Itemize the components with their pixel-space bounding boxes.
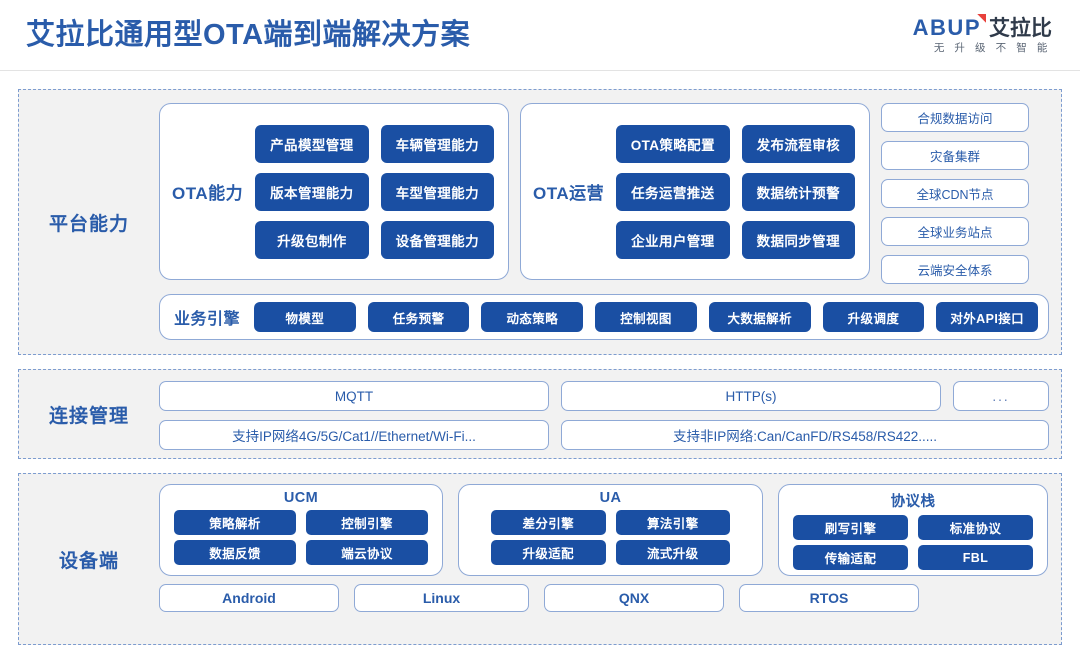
device-chip[interactable]: 控制引擎: [306, 510, 428, 535]
operating-system-row: Android Linux QNX RTOS: [159, 584, 1049, 612]
capability-chip[interactable]: 版本管理能力: [255, 172, 369, 211]
infrastructure-item[interactable]: 云端安全体系: [881, 255, 1029, 284]
logo-mark-text: ABUP: [912, 14, 981, 40]
business-engine-chip[interactable]: 动态策略: [481, 302, 584, 332]
device-card-ua: UA 差分引擎 算法引擎 升级适配 流式升级: [458, 484, 763, 576]
os-item-linux[interactable]: Linux: [354, 584, 529, 612]
device-card-ucm: UCM 策略解析 控制引擎 数据反馈 端云协议: [159, 484, 443, 576]
infrastructure-item[interactable]: 全球业务站点: [881, 217, 1029, 246]
protocol-row: MQTT HTTP(s) ...: [159, 381, 1049, 411]
device-chip-grid: 刷写引擎 标准协议 传输适配 FBL: [789, 515, 1037, 570]
capability-chip[interactable]: 车型管理能力: [380, 172, 494, 211]
brand-logo: ABUP 艾拉比 无 升 级 不 智 能: [912, 13, 1052, 54]
section-label-device: 设备端: [58, 550, 119, 572]
section-body-platform: OTA能力 产品模型管理 车辆管理能力 版本管理能力 车型管理能力 升级包制作 …: [159, 90, 1061, 354]
infrastructure-item[interactable]: 灾备集群: [881, 141, 1029, 170]
network-item-ip[interactable]: 支持IP网络4G/5G/Cat1//Ethernet/Wi-Fi...: [159, 420, 549, 450]
device-chip-grid: 策略解析 控制引擎 数据反馈 端云协议: [170, 510, 432, 565]
os-item-android[interactable]: Android: [159, 584, 339, 612]
device-chip[interactable]: 升级适配: [491, 540, 606, 565]
device-wrap: UCM 策略解析 控制引擎 数据反馈 端云协议 UA 差分引擎 算法引擎: [159, 484, 1049, 612]
business-engine-title: 业务引擎: [174, 311, 241, 328]
business-engine-chip[interactable]: 对外API接口: [936, 302, 1039, 332]
protocol-item-https[interactable]: HTTP(s): [561, 381, 941, 411]
device-chip[interactable]: FBL: [918, 545, 1033, 570]
business-engine-chip[interactable]: 大数据解析: [708, 302, 811, 332]
device-card-title: UCM: [283, 490, 319, 506]
protocol-item-mqtt[interactable]: MQTT: [159, 381, 549, 411]
business-engine-chip[interactable]: 升级调度: [822, 302, 925, 332]
network-item-non-ip[interactable]: 支持非IP网络:Can/CanFD/RS458/RS422.....: [561, 420, 1049, 450]
device-chip[interactable]: 刷写引擎: [793, 515, 908, 540]
platform-card-row: OTA能力 产品模型管理 车辆管理能力 版本管理能力 车型管理能力 升级包制作 …: [159, 103, 1029, 284]
logo-lockup: ABUP 艾拉比: [912, 13, 1052, 40]
section-body-device: UCM 策略解析 控制引擎 数据反馈 端云协议 UA 差分引擎 算法引擎: [159, 474, 1061, 644]
capability-chip[interactable]: OTA策略配置: [616, 124, 730, 163]
business-engine-chip[interactable]: 任务预警: [367, 302, 470, 332]
page-title: 艾拉比通用型OTA端到端解决方案: [26, 18, 471, 51]
network-row: 支持IP网络4G/5G/Cat1//Ethernet/Wi-Fi... 支持非I…: [159, 420, 1049, 450]
logo-chinese-name: 艾拉比: [989, 16, 1052, 40]
section-device-side: 设备端 UCM 策略解析 控制引擎 数据反馈 端云协议 UA: [18, 473, 1062, 645]
capability-chip[interactable]: 数据同步管理: [741, 220, 855, 259]
device-chip[interactable]: 端云协议: [306, 540, 428, 565]
device-chip[interactable]: 算法引擎: [615, 510, 730, 535]
section-platform-capability: 平台能力 OTA能力 产品模型管理 车辆管理能力 版本管理能力 车型管理能力 升…: [18, 89, 1062, 355]
device-chip[interactable]: 传输适配: [793, 545, 908, 570]
business-engine-bar: 业务引擎 物模型 任务预警 动态策略 控制视图 大数据解析 升级调度 对外API…: [159, 294, 1049, 340]
logo-flag-icon: [977, 13, 986, 23]
device-card-row: UCM 策略解析 控制引擎 数据反馈 端云协议 UA 差分引擎 算法引擎: [159, 484, 1049, 576]
capability-chip[interactable]: 产品模型管理: [255, 124, 369, 163]
abup-wordmark-icon: ABUP: [912, 13, 986, 40]
section-label-connection: 连接管理: [48, 405, 129, 427]
capability-chip-grid: OTA策略配置 发布流程审核 任务运营推送 数据统计预警 企业用户管理 数据同步…: [616, 124, 855, 259]
business-engine-chip[interactable]: 物模型: [254, 302, 356, 332]
capability-card-title: OTA运营: [533, 184, 605, 203]
device-card-title: 协议栈: [890, 494, 936, 510]
device-card-protocol-stack: 协议栈 刷写引擎 标准协议 传输适配 FBL: [778, 484, 1048, 576]
infrastructure-item[interactable]: 全球CDN节点: [881, 179, 1029, 208]
os-item-qnx[interactable]: QNX: [544, 584, 724, 612]
capability-card-ota-ability: OTA能力 产品模型管理 车辆管理能力 版本管理能力 车型管理能力 升级包制作 …: [159, 103, 509, 280]
device-chip[interactable]: 差分引擎: [491, 510, 606, 535]
capability-chip[interactable]: 车辆管理能力: [380, 124, 494, 163]
business-engine-chip[interactable]: 控制视图: [595, 302, 697, 332]
device-chip[interactable]: 策略解析: [174, 510, 296, 535]
protocol-item-more[interactable]: ...: [953, 381, 1049, 411]
capability-chip[interactable]: 升级包制作: [255, 220, 369, 259]
capability-chip[interactable]: 设备管理能力: [380, 220, 494, 259]
logo-tagline: 无 升 级 不 智 能: [933, 41, 1051, 54]
device-chip[interactable]: 数据反馈: [174, 540, 296, 565]
device-chip[interactable]: 标准协议: [918, 515, 1033, 540]
infrastructure-column: 合规数据访问 灾备集群 全球CDN节点 全球业务站点 云端安全体系: [881, 103, 1029, 284]
os-item-rtos[interactable]: RTOS: [739, 584, 919, 612]
page-header: 艾拉比通用型OTA端到端解决方案 ABUP 艾拉比 无 升 级 不 智 能: [0, 0, 1080, 70]
connection-grid: MQTT HTTP(s) ... 支持IP网络4G/5G/Cat1//Ether…: [159, 381, 1049, 450]
capability-chip[interactable]: 发布流程审核: [741, 124, 855, 163]
capability-chip[interactable]: 企业用户管理: [616, 220, 730, 259]
capability-chip[interactable]: 数据统计预警: [741, 172, 855, 211]
section-body-connection: MQTT HTTP(s) ... 支持IP网络4G/5G/Cat1//Ether…: [159, 370, 1061, 458]
header-divider: [0, 70, 1080, 71]
capability-chip-grid: 产品模型管理 车辆管理能力 版本管理能力 车型管理能力 升级包制作 设备管理能力: [255, 124, 494, 259]
device-chip-grid: 差分引擎 算法引擎 升级适配 流式升级: [469, 510, 752, 565]
business-engine-items: 物模型 任务预警 动态策略 控制视图 大数据解析 升级调度 对外API接口: [254, 302, 1039, 332]
capability-card-ota-operation: OTA运营 OTA策略配置 发布流程审核 任务运营推送 数据统计预警 企业用户管…: [520, 103, 870, 280]
infrastructure-item[interactable]: 合规数据访问: [881, 103, 1029, 132]
section-label-platform: 平台能力: [48, 213, 129, 235]
capability-chip[interactable]: 任务运营推送: [616, 172, 730, 211]
section-connection-management: 连接管理 MQTT HTTP(s) ... 支持IP网络4G/5G/Cat1//…: [18, 369, 1062, 459]
device-card-title: UA: [599, 490, 622, 506]
capability-card-title: OTA能力: [172, 184, 244, 203]
device-chip[interactable]: 流式升级: [615, 540, 730, 565]
